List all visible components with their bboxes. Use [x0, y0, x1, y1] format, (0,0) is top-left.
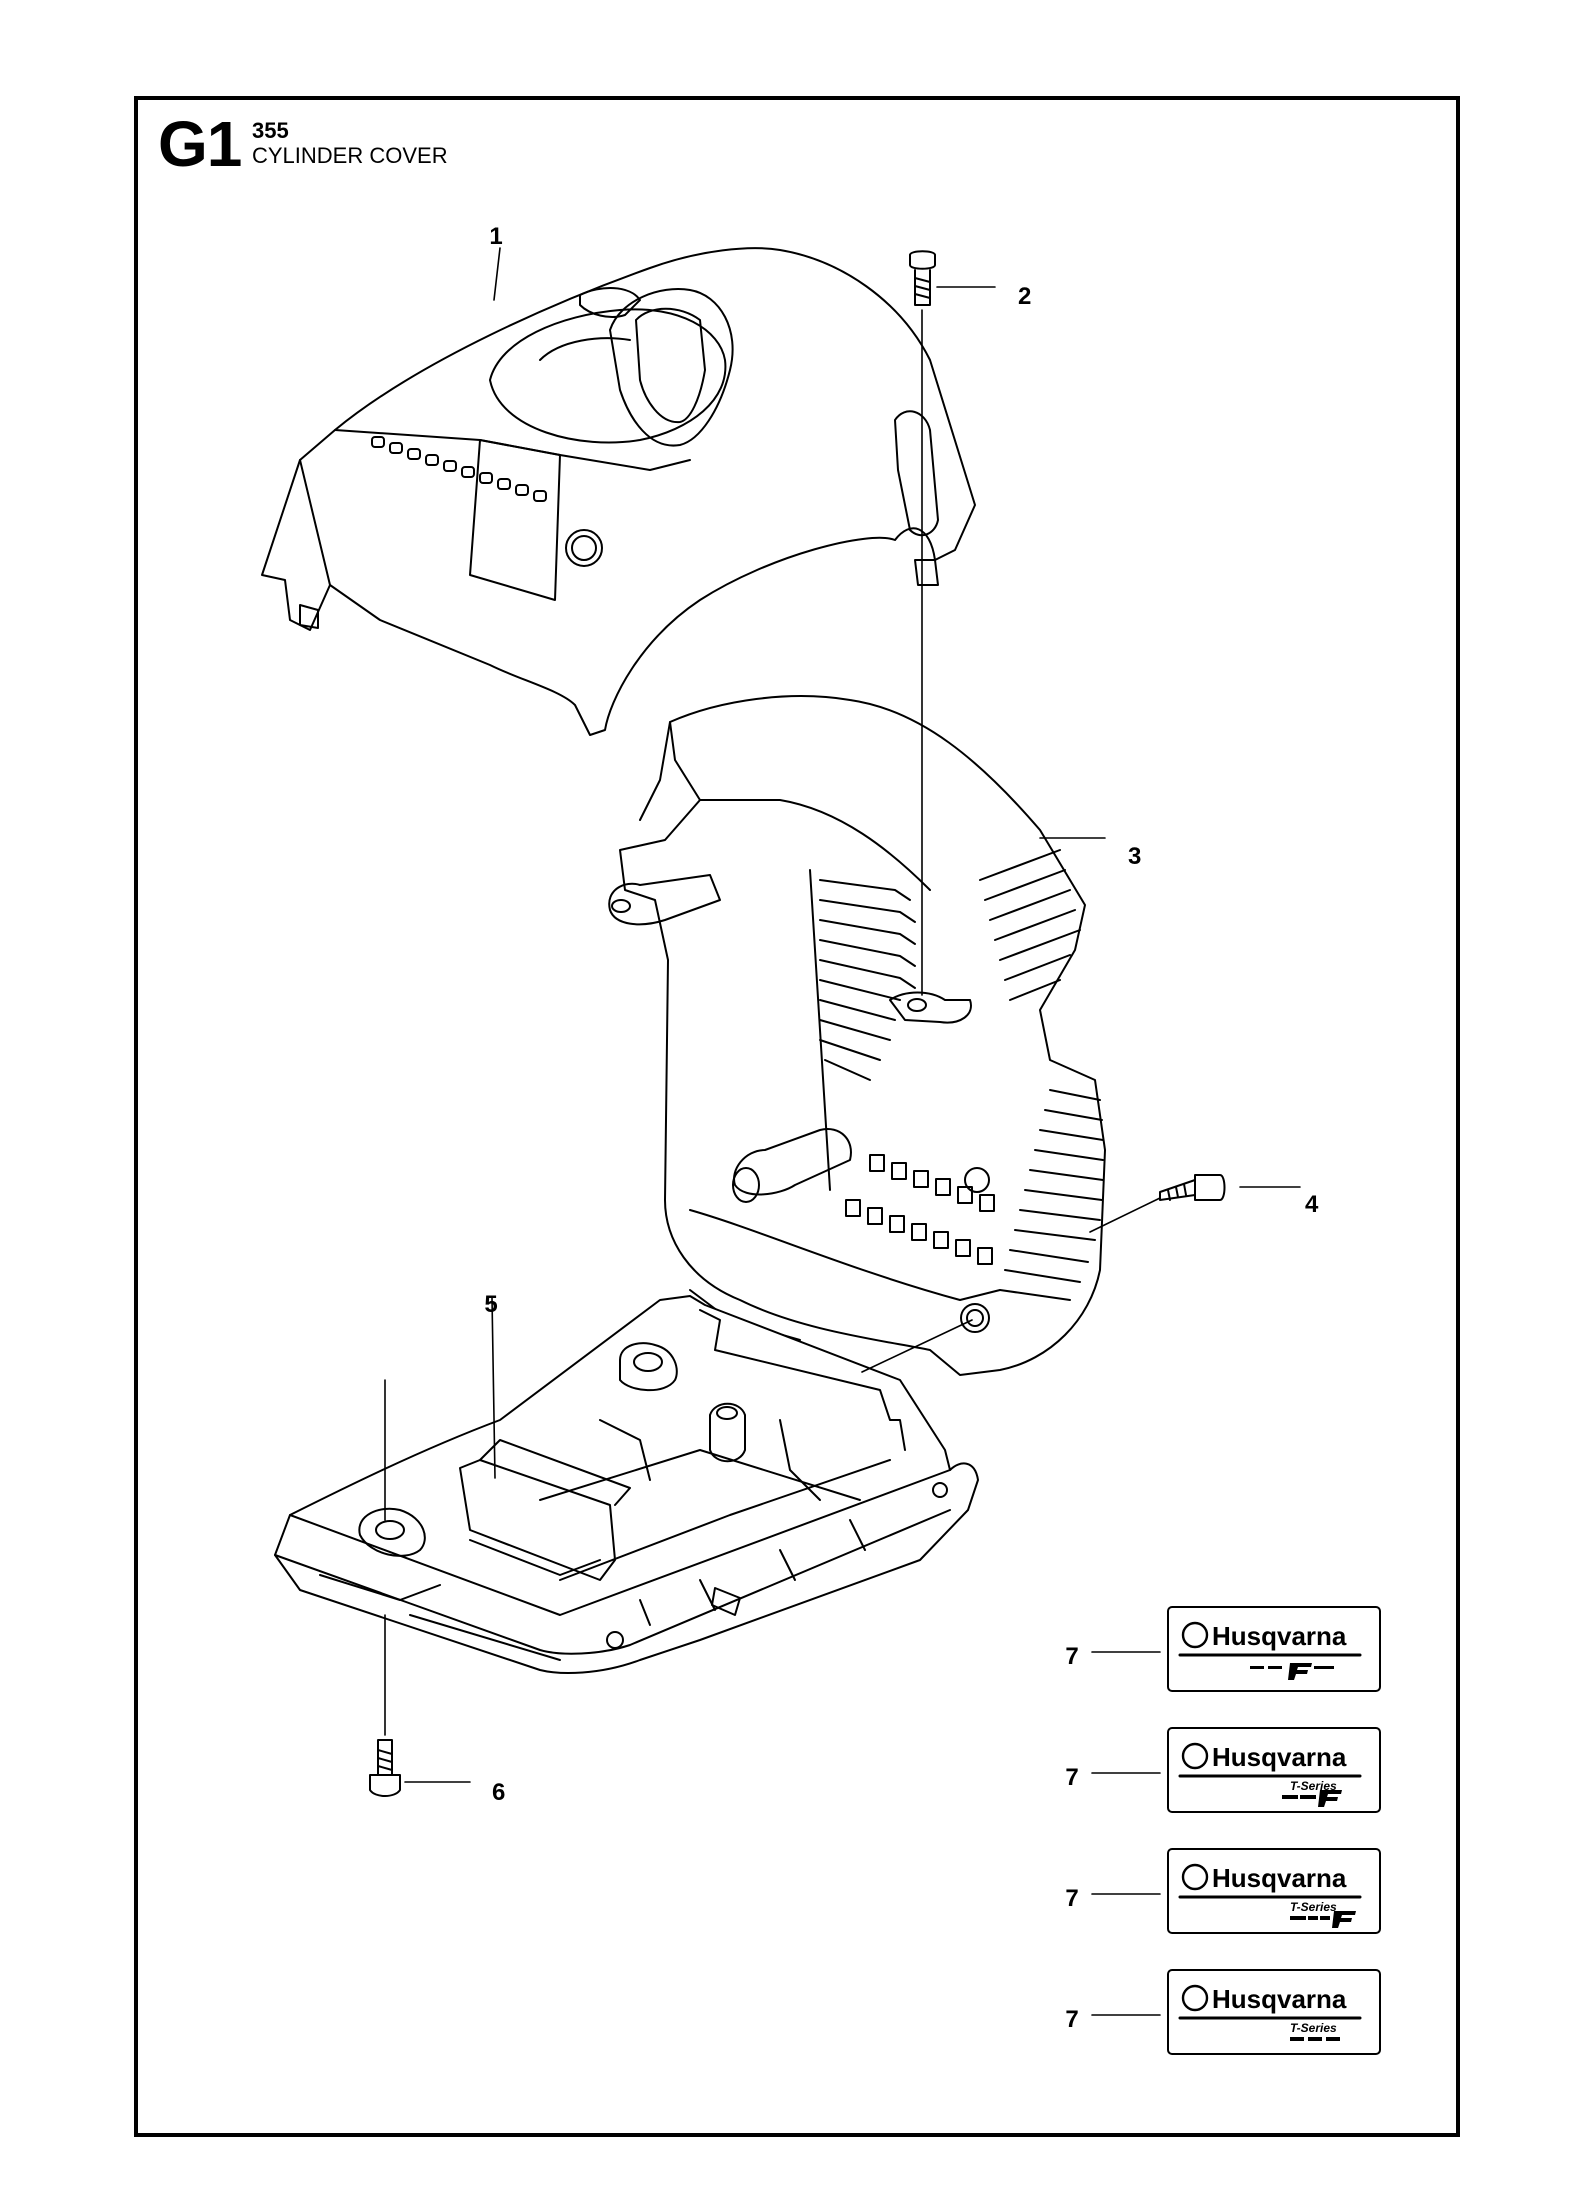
part-2-screw: [909, 250, 936, 306]
diagram-frame: [134, 96, 1460, 2137]
callout-3: 3: [1128, 843, 1141, 870]
part-4-screw: [1159, 1174, 1226, 1201]
decal-series-3: T-Series: [1290, 1900, 1337, 1914]
part-1-top-cover: [261, 247, 976, 736]
part-3-cylinder-shroud: [608, 695, 1106, 1376]
callout-numbers: 1 2 3 4 5 6 7 7 7 7: [484, 223, 1319, 2033]
decal-brand-4: Husqvarna: [1212, 1984, 1347, 2014]
part-5-base-plate: [274, 1295, 979, 1674]
callout-7-decal-1: 7: [1065, 1643, 1078, 1670]
model-number: 355: [252, 118, 289, 143]
leader-lines: [384, 247, 1301, 2016]
section-code: G1: [158, 108, 242, 180]
decal-brand-2: Husqvarna: [1212, 1742, 1347, 1772]
decal-lettering: Husqvarna Husqvarna Husqvarna Husqvarna …: [1212, 1621, 1356, 2041]
decal-brand-3: Husqvarna: [1212, 1863, 1347, 1893]
decal-brand-1: Husqvarna: [1212, 1621, 1347, 1651]
callout-7-decal-3: 7: [1065, 1885, 1078, 1912]
callout-1: 1: [489, 223, 502, 250]
part-6-screw: [369, 1739, 401, 1797]
callout-7-decal-4: 7: [1065, 2006, 1078, 2033]
callout-2: 2: [1018, 283, 1031, 310]
callout-4: 4: [1305, 1191, 1319, 1218]
section-title: CYLINDER COVER: [252, 143, 448, 168]
decal-series-2: T-Series: [1290, 1779, 1337, 1793]
callout-6: 6: [492, 1779, 505, 1806]
decal-series-4: T-Series: [1290, 2021, 1337, 2035]
callout-5: 5: [484, 1291, 497, 1318]
callout-7-decal-2: 7: [1065, 1764, 1078, 1791]
